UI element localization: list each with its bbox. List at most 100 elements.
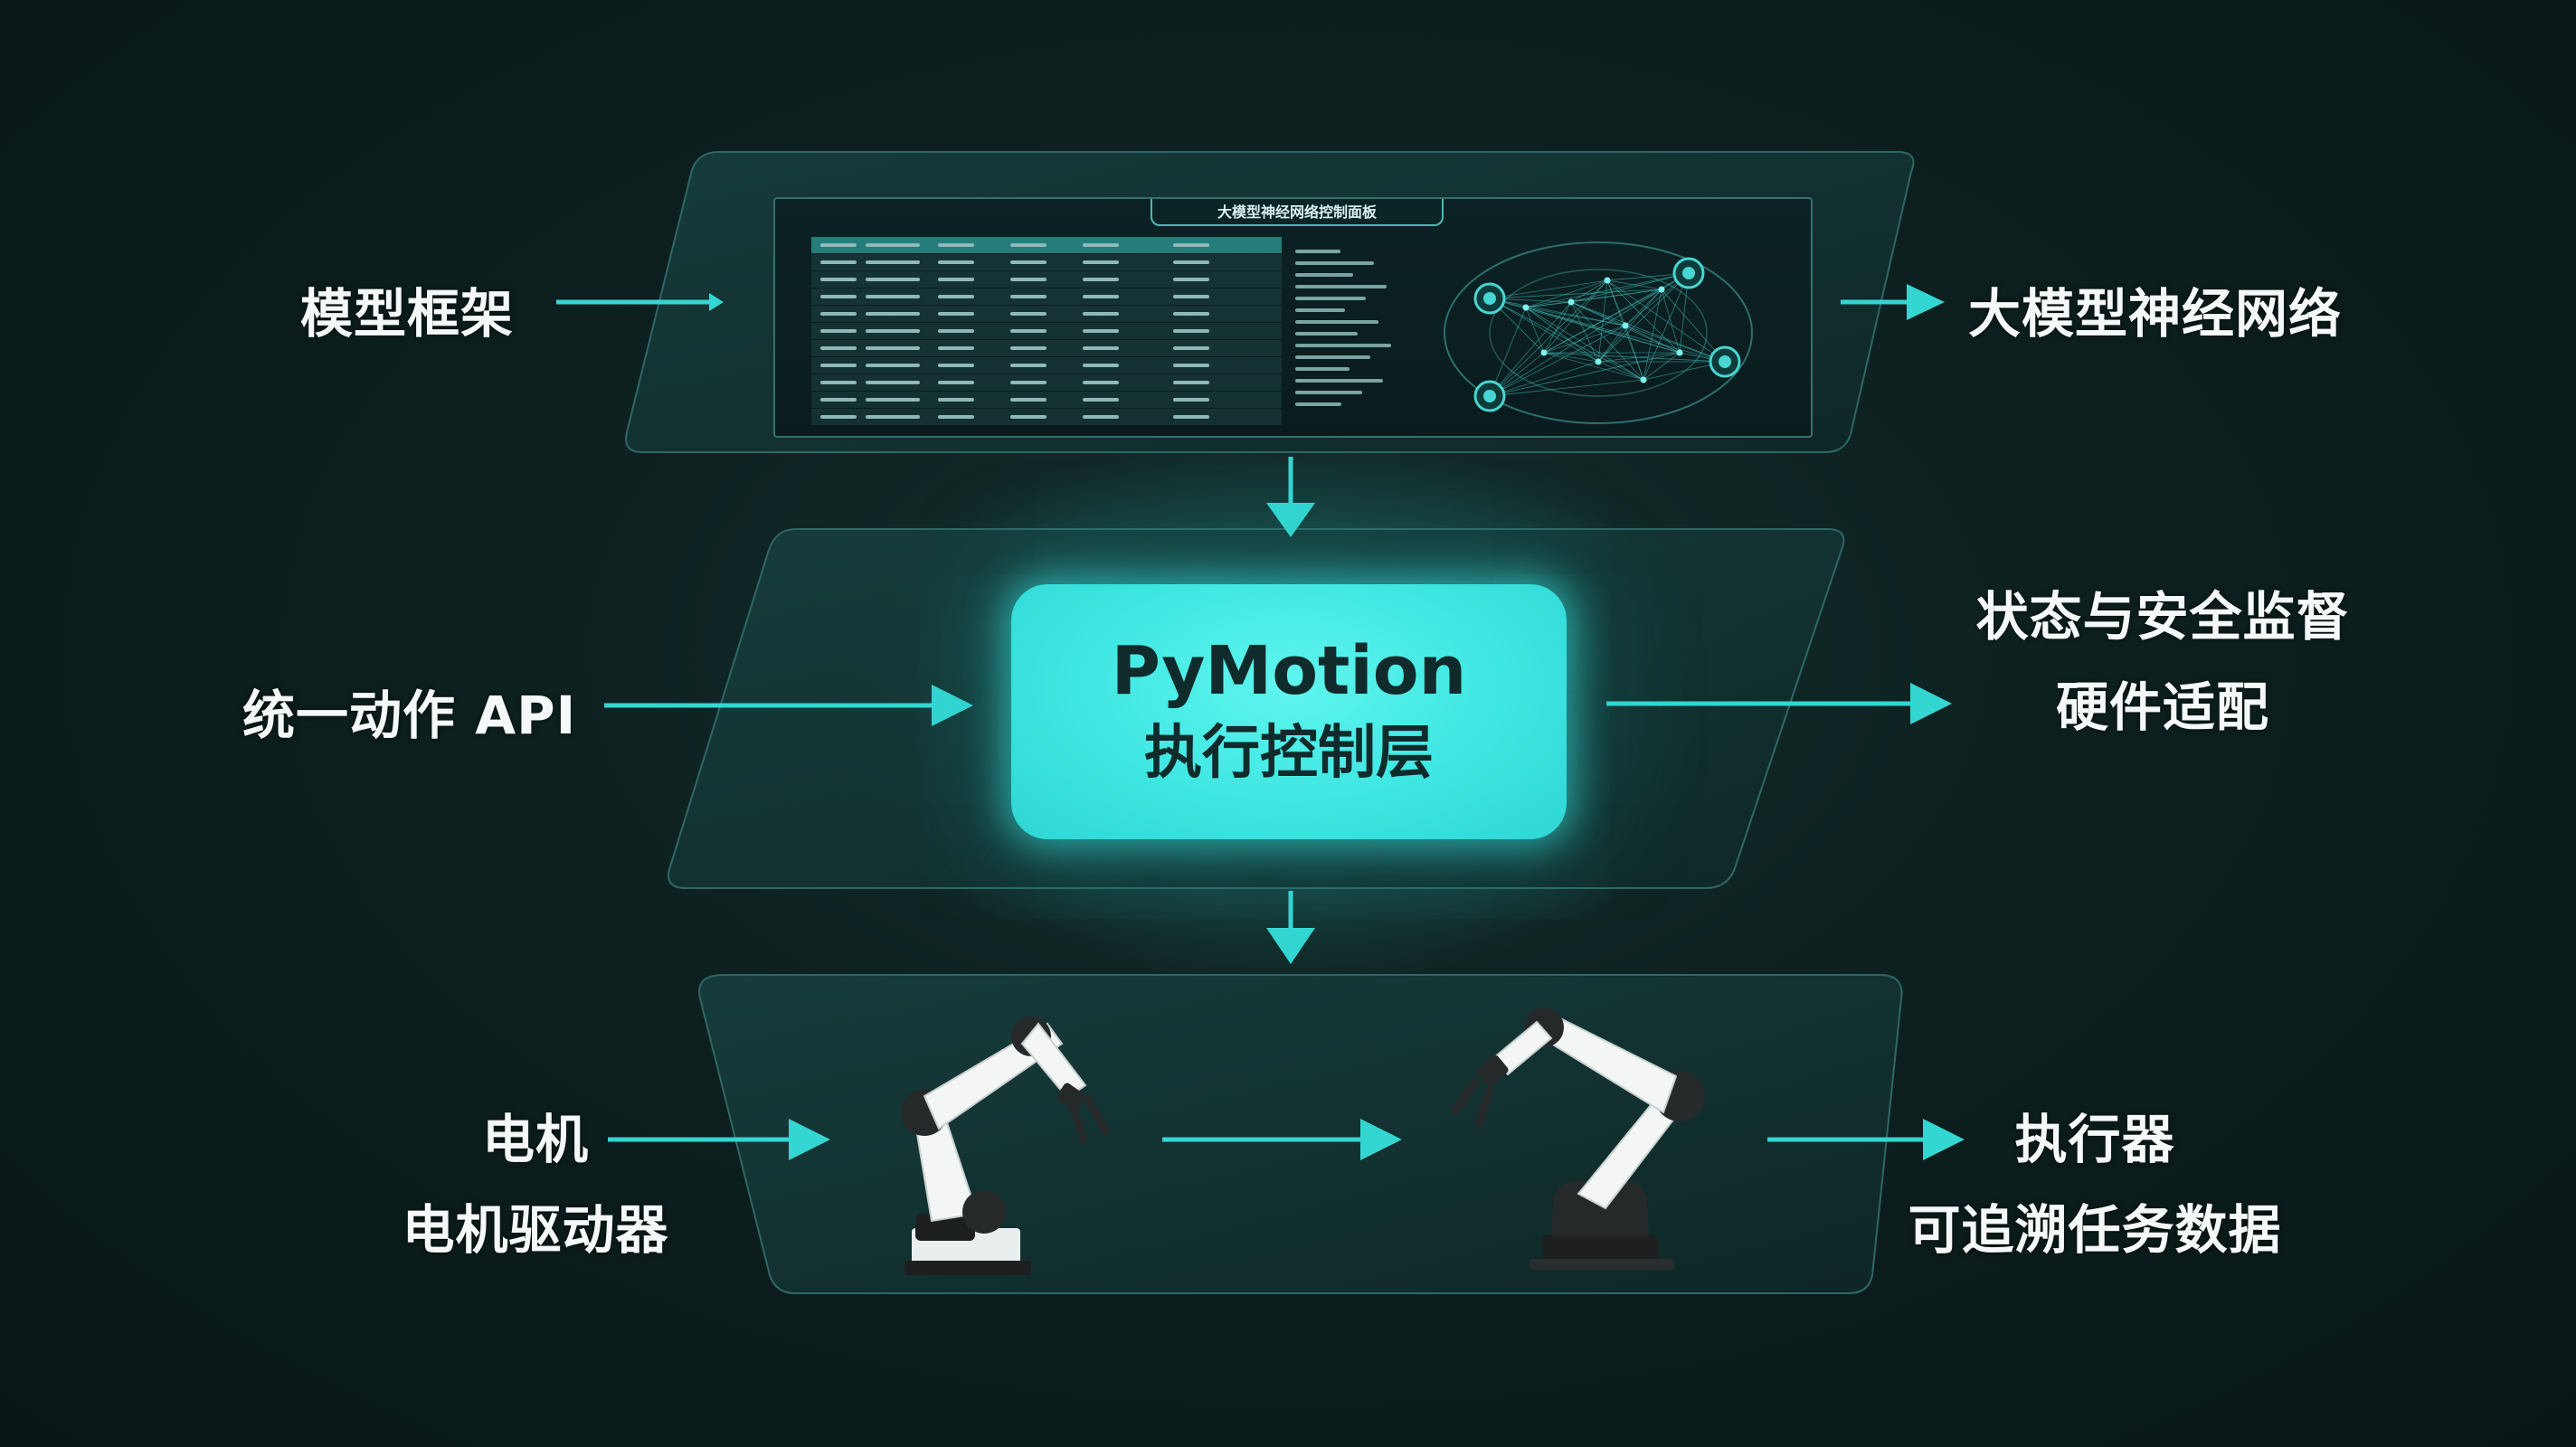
network-edge (1643, 352, 1681, 381)
dashboard-log-line (1295, 367, 1350, 371)
dashboard-table-row (811, 409, 1282, 425)
arrow-bottom-right (1767, 1119, 1965, 1160)
neural-network-graph (1444, 241, 1753, 424)
network-node (1676, 349, 1683, 356)
dashboard-table-row (811, 357, 1282, 374)
dashboard-log-line (1295, 402, 1341, 406)
network-node (1522, 304, 1530, 311)
network-edge (1525, 279, 1608, 308)
dashboard-table-cell (938, 312, 974, 316)
network-edge (1525, 288, 1662, 308)
label-actuator-group: 执行器 可追溯任务数据 (1896, 1094, 2294, 1275)
network-edge (1489, 298, 1599, 363)
dashboard-title: 大模型神经网络控制面板 (1217, 203, 1377, 221)
dashboard-table-row (811, 374, 1282, 391)
label-traceable-task-data: 可追溯任务数据 (1908, 1199, 2282, 1261)
dashboard-table-cell (1010, 278, 1046, 281)
dashboard-table-row (811, 306, 1282, 322)
network-edge (1661, 288, 1681, 354)
dashboard-table-cell (866, 415, 920, 419)
network-edge (1624, 325, 1681, 354)
dashboard-log-line (1295, 273, 1353, 277)
label-actuator: 执行器 (2014, 1109, 2175, 1170)
dashboard-table-cell (1010, 243, 1046, 247)
dashboard-table-cell (820, 260, 857, 264)
dashboard-table-cell (1010, 329, 1046, 333)
dashboard-table-cell (1173, 415, 1209, 419)
dashboard-table-cell (1083, 381, 1119, 384)
network-node (1567, 298, 1575, 306)
dashboard-table (811, 237, 1282, 427)
dashboard-table-cell (1173, 312, 1209, 316)
dashboard-table-cell (866, 312, 920, 316)
dashboard-table-cell (1083, 278, 1119, 281)
network-edge (1606, 279, 1644, 381)
label-state-hardware: 状态与安全监督 硬件适配 (1967, 572, 2358, 752)
dashboard-table-cell (866, 381, 920, 384)
dashboard-table-cell (1083, 329, 1119, 333)
network-edge (1606, 279, 1681, 354)
network-edge (1597, 361, 1644, 381)
dashboard-table-cell (820, 415, 857, 419)
network-edge (1661, 288, 1726, 363)
dashboard-log-line (1295, 320, 1378, 324)
arrow-bottom-middle (1162, 1119, 1402, 1160)
dashboard-table-cell (866, 295, 920, 298)
dashboard-table-cell (938, 295, 974, 298)
dashboard-table-cell (1173, 329, 1209, 333)
dashboard-table-cell (820, 243, 857, 247)
network-edge (1489, 288, 1662, 299)
dashboard-table-cell (820, 312, 857, 316)
arrow-top-right (1841, 284, 1945, 320)
dashboard-table-cell (1173, 398, 1209, 402)
dashboard-table-cell (1173, 346, 1209, 350)
dashboard-table-cell (938, 415, 974, 419)
network-edge (1543, 325, 1626, 354)
dashboard-table-row (811, 254, 1282, 270)
dashboard-table-cell (1173, 381, 1209, 384)
dashboard-log-line (1295, 355, 1370, 359)
dashboard-table-cell (1010, 381, 1046, 384)
dashboard-table-cell (1010, 415, 1046, 419)
network-hub-core (1483, 390, 1496, 402)
network-orbit (1489, 269, 1708, 397)
network-edge (1543, 288, 1662, 354)
dashboard-title-tab: 大模型神经网络控制面板 (1151, 199, 1444, 226)
panel-bottom (698, 974, 1903, 1294)
dashboard-table-row (811, 323, 1282, 339)
arrow-top-to-core (1266, 457, 1315, 537)
network-edge (1489, 352, 1681, 397)
dashboard-table-cell (1083, 364, 1119, 367)
dashboard-table-cell (1173, 278, 1209, 281)
dashboard-table-cell (1173, 243, 1209, 247)
label-motor: 电机 (481, 1109, 589, 1170)
dashboard-table-cell (866, 364, 920, 367)
network-edge (1624, 288, 1662, 326)
dashboard-table-cell (1010, 312, 1046, 316)
dashboard-log-line (1295, 297, 1366, 300)
dashboard-log-line (1295, 285, 1387, 288)
network-edge (1606, 279, 1726, 363)
arrow-top-left (556, 293, 724, 311)
dashboard-table-cell (1083, 415, 1119, 419)
dashboard-table-cell (938, 381, 974, 384)
dashboard-log-line (1295, 261, 1374, 265)
label-hardware-adapter: 硬件适配 (2055, 676, 2269, 738)
network-node (1640, 376, 1647, 383)
dashboard-table-row (811, 288, 1282, 305)
arrow-core-to-bottom (1266, 891, 1315, 964)
dashboard-table-row (811, 340, 1282, 356)
dashboard-table-cell (938, 364, 974, 367)
dashboard-table-cell (820, 278, 857, 281)
dashboard-log-line (1295, 250, 1340, 253)
dashboard-table-cell (866, 278, 920, 281)
label-motor-group: 电机 电机驱动器 (380, 1094, 691, 1275)
dashboard-table-cell (1010, 346, 1046, 350)
network-edge (1525, 307, 1644, 381)
network-edge (1489, 279, 1608, 299)
dashboard-table-cell (1010, 260, 1046, 264)
network-edge (1543, 352, 1644, 381)
network-hub-core (1483, 292, 1496, 305)
dashboard-log-line (1295, 308, 1345, 312)
dashboard-log-line (1295, 344, 1391, 347)
